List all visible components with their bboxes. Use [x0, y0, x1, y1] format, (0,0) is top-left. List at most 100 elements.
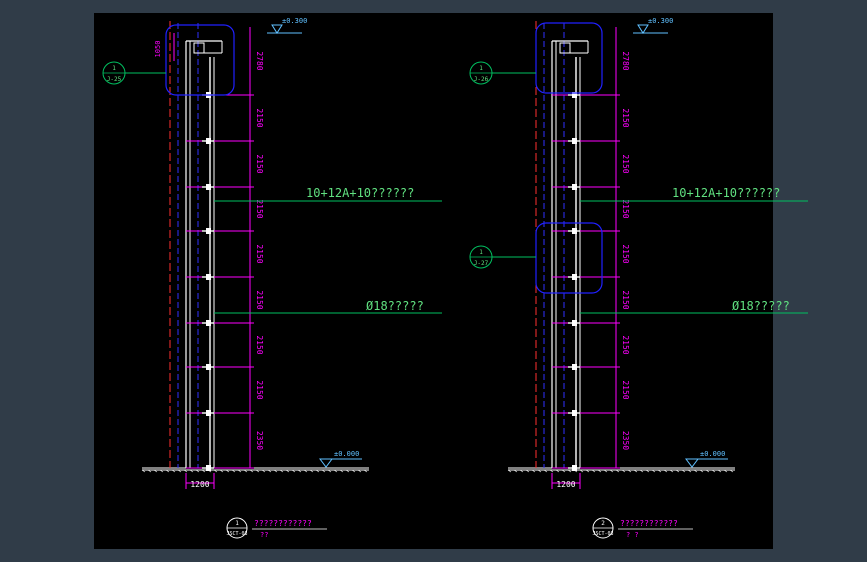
left-bottom-width: 1200 — [190, 480, 209, 489]
right-ground-hatch — [627, 469, 632, 473]
left-dim-label: 2150 — [255, 199, 264, 218]
right-ground-hatch — [555, 469, 560, 473]
right-ground-hatch — [507, 469, 512, 473]
left-ground-hatch — [285, 469, 290, 473]
right-bracket — [572, 465, 577, 471]
left-ground-hatch — [339, 469, 344, 473]
left-section: 278021502150215021502150215021502350±0.3… — [102, 17, 442, 539]
right-ground-hatch — [633, 469, 638, 473]
left-dim-label: 2150 — [255, 335, 264, 354]
right-ground-hatch — [609, 469, 614, 473]
left-ground-hatch — [261, 469, 266, 473]
right-cap-block — [559, 42, 571, 54]
right-dim-label: 2150 — [621, 154, 630, 173]
right-ground-hatch — [651, 469, 656, 473]
cad-drawing-canvas[interactable]: 2780 2150 2150 2150 2150 2150 2150 2150 2350 ±0.3… — [94, 13, 808, 549]
left-ground-hatch — [315, 469, 320, 473]
left-ground-hatch — [303, 469, 308, 473]
right-title-text: ???????????? — [620, 519, 678, 528]
right-dim-label: 2150 — [621, 199, 630, 218]
left-dim-label: 2350 — [255, 431, 264, 450]
left-bracket — [206, 138, 211, 144]
right-ground-hatch — [639, 469, 644, 473]
right-bracket — [572, 184, 577, 190]
left-detail-sheet: J-25 — [107, 76, 122, 83]
left-ground-hatch — [273, 469, 278, 473]
left-ground-hatch — [243, 469, 248, 473]
right-ground-elevation: ±0.000 — [700, 450, 725, 458]
right-dim-label: 2150 — [621, 380, 630, 399]
left-ground-hatch — [363, 469, 368, 473]
right-ground-hatch — [567, 469, 572, 473]
right-detail-num: 1 — [479, 249, 483, 256]
left-title-bubble-num: 1 — [235, 520, 239, 527]
right-dim-label: 2150 — [621, 335, 630, 354]
right-dim-label: 2150 — [621, 290, 630, 309]
left-ground-hatch — [249, 469, 254, 473]
right-bar-note: Ø18????? — [732, 299, 790, 313]
left-ground-hatch — [231, 469, 236, 473]
right-ground-hatch — [693, 469, 698, 473]
right-section: 278021502150215021502150215021502350±0.3… — [469, 17, 808, 539]
left-ground-hatch — [333, 469, 338, 473]
right-ground-hatch — [717, 469, 722, 473]
right-ground-hatch — [603, 469, 608, 473]
left-ground-hatch — [225, 469, 230, 473]
left-title-bubble-sheet: JSCT-03 — [226, 531, 247, 537]
left-ground-hatch — [297, 469, 302, 473]
left-ground-hatch — [177, 469, 182, 473]
right-ground-hatch — [675, 469, 680, 473]
left-elev-marker-top — [271, 24, 283, 34]
right-ground-hatch — [615, 469, 620, 473]
right-dim-label: 2780 — [621, 51, 630, 70]
left-bracket — [206, 184, 211, 190]
right-bracket — [572, 320, 577, 326]
right-ground-hatch — [537, 469, 542, 473]
left-ground-hatch — [141, 469, 146, 473]
right-ground-hatch — [663, 469, 668, 473]
right-bracket — [572, 228, 577, 234]
left-title-text: ???????????? — [254, 519, 312, 528]
left-ground-hatch — [321, 469, 326, 473]
left-detail-cloud — [165, 24, 235, 96]
left-ground-hatch — [213, 469, 218, 473]
right-elev-marker-top — [637, 24, 649, 34]
right-ground-hatch — [549, 469, 554, 473]
left-ground-hatch — [237, 469, 242, 473]
right-ground-hatch — [579, 469, 584, 473]
left-dim-label: 2150 — [255, 108, 264, 127]
right-bracket — [572, 410, 577, 416]
right-ground-hatch — [585, 469, 590, 473]
right-ground-hatch — [561, 469, 566, 473]
left-ground-hatch — [351, 469, 356, 473]
left-ground-hatch — [255, 469, 260, 473]
right-ground-hatch — [519, 469, 524, 473]
left-top-small-dim-label: 1050 — [154, 41, 162, 58]
left-ground-hatch — [195, 469, 200, 473]
right-bottom-width: 1200 — [556, 480, 575, 489]
section-drawing: 2780 2150 2150 2150 2150 2150 2150 2150 2350 ±0.3… — [102, 17, 808, 539]
right-ground-hatch — [705, 469, 710, 473]
left-bracket — [206, 274, 211, 280]
left-ground-hatch — [267, 469, 272, 473]
right-ground-hatch — [531, 469, 536, 473]
right-dim-label: 2150 — [621, 244, 630, 263]
right-bracket — [572, 274, 577, 280]
right-ground-hatch — [657, 469, 662, 473]
left-dim-label: 2150 — [255, 290, 264, 309]
right-ground-hatch — [687, 469, 692, 473]
left-top-elevation: ±0.300 — [282, 17, 307, 25]
right-ground-hatch — [621, 469, 626, 473]
right-dim-label: 2350 — [621, 431, 630, 450]
left-glass-note: 10+12A+10?????? — [306, 186, 414, 200]
left-ground-hatch — [201, 469, 206, 473]
left-ground-hatch — [219, 469, 224, 473]
right-dim-label: 2150 — [621, 108, 630, 127]
right-ground-hatch — [723, 469, 728, 473]
right-detail-sheet: J-27 — [474, 260, 489, 267]
right-elev-marker-ground — [685, 458, 699, 468]
right-ground-hatch — [645, 469, 650, 473]
right-bracket — [572, 364, 577, 370]
right-title-bubble-sheet: JSCT-03 — [592, 531, 613, 537]
left-bar-note: Ø18????? — [366, 299, 424, 313]
